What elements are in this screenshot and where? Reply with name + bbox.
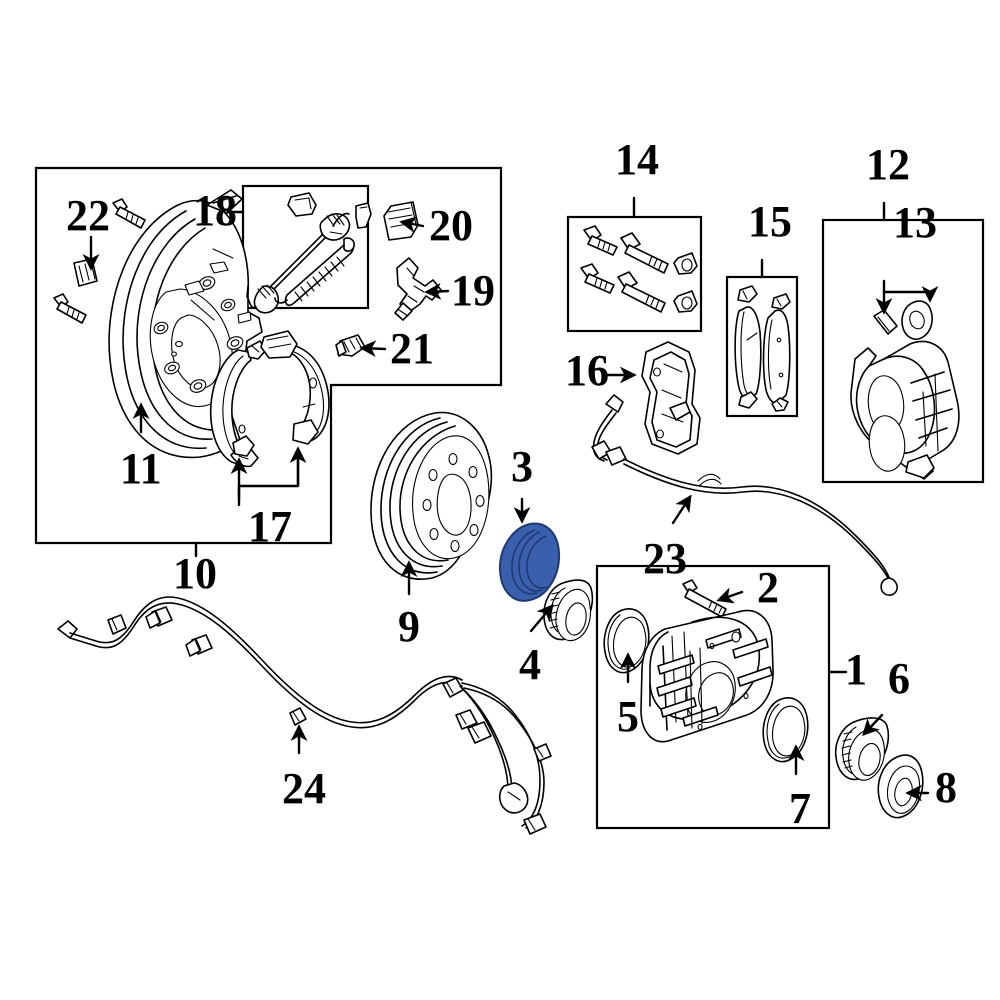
wheel-bearing-seal-highlighted [498, 522, 561, 602]
callout-label-12: 12 [866, 140, 910, 189]
caliper-mounting-bracket [641, 341, 701, 455]
callout-label-1: 1 [845, 645, 867, 694]
abs-wheel-speed-sensor-harness [591, 394, 898, 596]
hub-bolt [682, 579, 727, 618]
leader-19 [424, 282, 450, 300]
caliper-bolt-kit [580, 225, 698, 313]
caliper-pin-and-bushing [873, 300, 933, 340]
leader-6 [862, 713, 884, 737]
callout-label-15: 15 [748, 197, 792, 246]
callout-label-21: 21 [390, 324, 434, 373]
brake-rotor-disc [370, 411, 493, 580]
callout-label-17: 17 [248, 502, 292, 551]
callout-label-10: 10 [173, 549, 217, 598]
callout-label-18: 18 [193, 186, 237, 235]
leader-2 [716, 587, 744, 604]
leader-21 [359, 340, 387, 358]
parking-brake-hold-down-clip [335, 334, 366, 357]
box-10-parking-brake-assembly [34, 166, 503, 545]
callout-label-8: 8 [935, 763, 957, 812]
backing-plate-splash-shield [108, 189, 263, 459]
box-1-hub-assembly [595, 564, 831, 830]
parking-brake-hardware-kit [246, 192, 372, 314]
wheel-hub [640, 609, 774, 743]
callout-label-5: 5 [617, 692, 639, 741]
callout-label-7: 7 [789, 784, 811, 833]
callout-label-13: 13 [893, 198, 937, 247]
leader-13-fork [882, 279, 932, 301]
leader-23 [671, 494, 692, 525]
parking-brake-retainer-clip [383, 201, 419, 241]
bearing-race-inner [762, 697, 809, 763]
callout-label-19: 19 [451, 266, 495, 315]
parking-brake-actuator-lever [394, 257, 442, 321]
callout-label-2: 2 [757, 563, 779, 612]
callout-label-6: 6 [888, 654, 910, 703]
leader-20 [399, 216, 425, 233]
leader-4 [529, 603, 554, 633]
brake-pad-set [734, 285, 791, 412]
outer-wheel-bearing [543, 579, 594, 642]
callout-label-9: 9 [398, 602, 420, 651]
callout-label-23: 23 [643, 534, 687, 583]
callout-label-24: 24 [282, 764, 326, 813]
hub-assembly-contents [603, 579, 809, 763]
callout-label-3: 3 [511, 442, 533, 491]
box-12-caliper [821, 218, 985, 484]
callout-label-20: 20 [429, 201, 473, 250]
callout-label-14: 14 [615, 135, 659, 184]
callout-label-4: 4 [519, 640, 541, 689]
callout-label-16: 16 [565, 346, 609, 395]
rear-brake-hose-and-sensor-cable [57, 596, 552, 835]
callout-label-11: 11 [120, 444, 162, 493]
callout-leaders [82, 196, 939, 802]
grease-seal [877, 754, 924, 819]
brake-caliper [850, 340, 960, 480]
inner-wheel-bearing [834, 717, 890, 781]
callout-label-22: 22 [66, 191, 110, 240]
